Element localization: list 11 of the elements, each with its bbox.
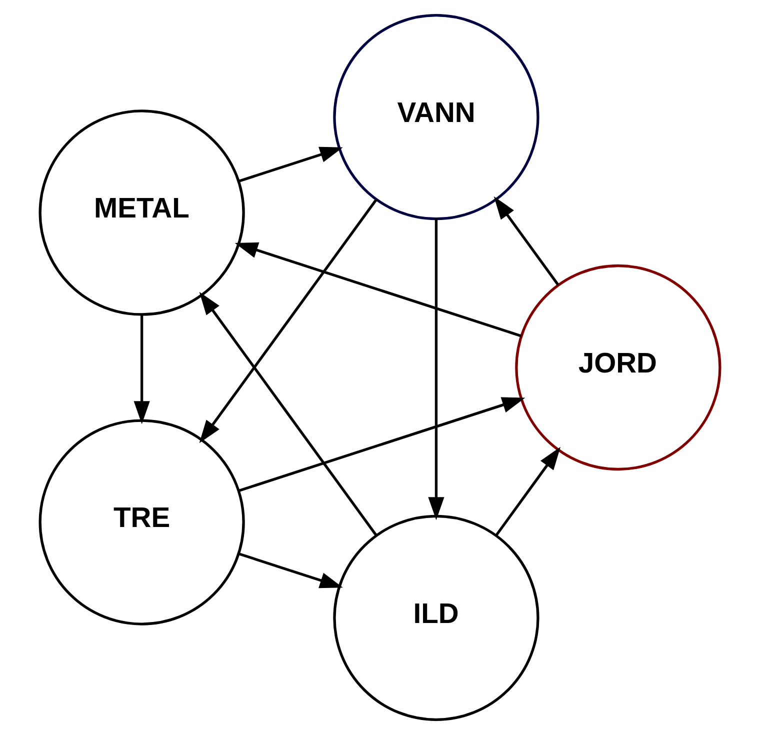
arrow: [133, 314, 150, 424]
arrow: [428, 219, 444, 520]
arrow: [238, 552, 342, 588]
node-circle: ILD: [332, 514, 539, 721]
arrow: [494, 446, 560, 536]
arrow: [198, 198, 377, 444]
arrow: [493, 196, 559, 286]
arrow: [238, 397, 525, 492]
arrow: [198, 292, 377, 536]
arrow: [234, 242, 522, 338]
arrow: [238, 146, 342, 182]
